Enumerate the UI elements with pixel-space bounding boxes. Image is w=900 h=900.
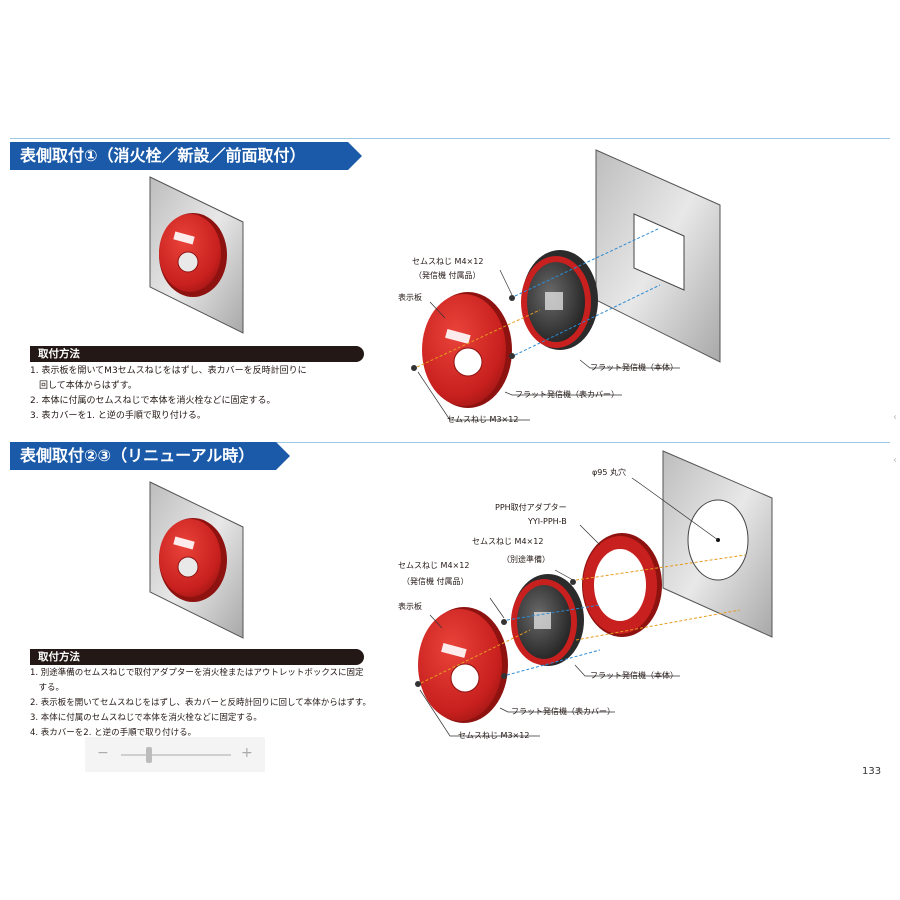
s2-label-screw-m4-sep: （別途準備） <box>502 555 550 564</box>
s1-label-display-plate: 表示板 <box>398 293 422 302</box>
top-rule <box>10 138 890 139</box>
s2-steps: 1. 別途準備のセムスねじで取付アダプターを消火栓またはアウトレットボックスに固… <box>30 666 371 741</box>
page-number: 133 <box>862 766 882 774</box>
edge-nav-icon[interactable]: ‹ <box>893 455 897 466</box>
zoom-out-button[interactable]: − <box>97 745 109 761</box>
s2-step-line: する。 <box>30 683 65 693</box>
s1-step-line: 回して本体からはずす。 <box>30 381 137 391</box>
s1-step-line: 1. 表示板を開いてM3セムスねじをはずし、表カバーを反時計回りに <box>30 366 307 376</box>
s1-label-screw-m4: セムスねじ M4×12 <box>412 257 484 266</box>
s1-label-screw-m3: セムスねじ M3×12 <box>447 415 519 424</box>
zoom-slider-track[interactable] <box>121 754 231 756</box>
s1-steps: 1. 表示板を開いてM3セムスねじをはずし、表カバーを反時計回りに 回して本体か… <box>30 364 307 424</box>
s1-label-body: フラット発信機（本体） <box>590 363 678 372</box>
s2-step-line: 2. 表示板を開いてセムスねじをはずし、表カバーと反時計回りに回して本体からはず… <box>30 698 371 708</box>
s2-label-screw-m3: セムスねじ M3×12 <box>458 731 530 740</box>
s2-label-adapter: PPH取付アダプター <box>495 503 567 512</box>
s1-method-title: 取付方法 <box>30 346 364 362</box>
s2-step-line: 1. 別途準備のセムスねじで取付アダプターを消火栓またはアウトレットボックスに固… <box>30 668 364 678</box>
s1-step-line: 2. 本体に付属のセムスねじで本体を消火栓などに固定する。 <box>30 396 276 406</box>
s2-method-title: 取付方法 <box>30 649 364 665</box>
s1-step-line: 3. 表カバーを1. と逆の手順で取り付ける。 <box>30 411 206 421</box>
s2-label-display-plate: 表示板 <box>398 602 422 611</box>
s2-label-cover: フラット発信機（表カバー） <box>511 707 615 716</box>
s2-exploded-illustration <box>415 450 773 737</box>
zoom-in-button[interactable]: + <box>241 745 253 761</box>
s2-label-screw-m4: セムスねじ M4×12 <box>472 537 544 546</box>
s2-label-body: フラット発信機（本体） <box>590 671 678 680</box>
edge-nav-icon[interactable]: ‹ <box>893 412 897 423</box>
s2-label-screw-m4-b-note: （発信機 付属品） <box>402 577 469 586</box>
s1-label-screw-m4-note: （発信機 付属品） <box>414 271 481 280</box>
s1-small-wall-illustration <box>149 176 244 334</box>
s2-small-wall-illustration <box>149 481 244 639</box>
s1-label-cover: フラット発信機（表カバー） <box>515 390 619 399</box>
zoom-slider-thumb[interactable] <box>145 747 152 763</box>
s2-label-adapter-model: YYI-PPH-B <box>528 517 567 526</box>
middle-rule <box>10 442 890 443</box>
s2-step-line: 3. 本体に付属のセムスねじで本体を消火栓などに固定する。 <box>30 713 262 723</box>
section2-title: 表側取付②③（リニューアル時） <box>10 442 290 470</box>
s2-label-screw-m4-b: セムスねじ M4×12 <box>398 561 470 570</box>
section1-title: 表側取付①（消火栓／新設／前面取付） <box>10 142 362 170</box>
s1-exploded-illustration <box>411 149 721 421</box>
s2-step-line: 4. 表カバーを2. と逆の手順で取り付ける。 <box>30 728 197 738</box>
s2-label-hole: φ95 丸穴 <box>592 468 626 477</box>
zoom-control: − + <box>85 737 265 772</box>
